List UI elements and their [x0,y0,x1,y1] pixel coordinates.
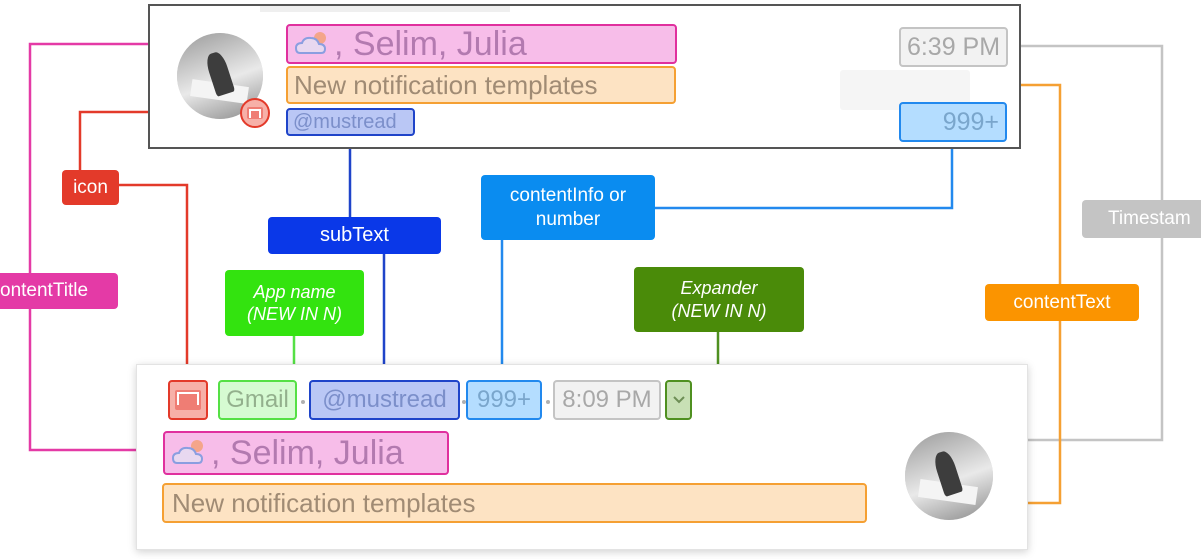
label-content-title: ontentTitle [0,273,118,309]
old-content-text: New notification templates [286,66,676,104]
gmail-icon [247,107,263,119]
label-content-text: contentText [985,284,1139,321]
new-timestamp: 8:09 PM [553,380,661,420]
new-subtext-value: @mustread [322,386,447,413]
old-subtext-value: @mustread [293,111,397,133]
separator-dot [301,400,305,404]
new-content-text: New notification templates [162,483,867,523]
expander-button[interactable] [665,380,692,420]
old-app-icon-badge [240,98,270,128]
new-subtext: @mustread [309,380,460,420]
new-title-text: , Selim, Julia [211,434,404,472]
new-timestamp-value: 8:09 PM [562,386,652,413]
label-app-name: App name (NEW IN N) [225,270,364,336]
gmail-icon [175,390,201,410]
label-subtext: subText [268,217,441,254]
old-title-text: , Selim, Julia [334,25,527,63]
new-app-name: Gmail [218,380,297,420]
old-content-title: , Selim, Julia [286,24,677,64]
old-subtext: @mustread [286,108,415,136]
new-content-info-value: 999+ [476,386,532,413]
new-avatar [905,432,993,520]
old-timestamp-value: 6:39 PM [906,33,1001,61]
content-info-connector [655,140,954,210]
new-content-title: , Selim, Julia [163,431,449,475]
icon-connector-lower [118,183,189,382]
old-content-info-value: 999+ [942,108,999,136]
weather-cloud-sun-icon [294,28,334,54]
old-timestamp: 6:39 PM [899,27,1008,67]
weather-cloud-sun-icon [171,436,211,464]
new-content-text-value: New notification templates [172,488,476,518]
label-expander: Expander (NEW IN N) [634,267,804,332]
header-scribble [260,6,510,12]
old-content-info: 999+ [899,102,1007,142]
old-content-text-value: New notification templates [294,70,598,100]
separator-dot [546,400,550,404]
label-timestamp: Timestam [1082,200,1201,238]
chevron-down-icon [672,396,685,404]
separator-dot [462,400,466,404]
label-icon: icon [62,170,119,205]
new-app-name-value: Gmail [226,386,289,413]
label-content-info: contentInfo or number [481,175,655,240]
new-content-info: 999+ [466,380,542,420]
new-app-icon [168,380,208,420]
